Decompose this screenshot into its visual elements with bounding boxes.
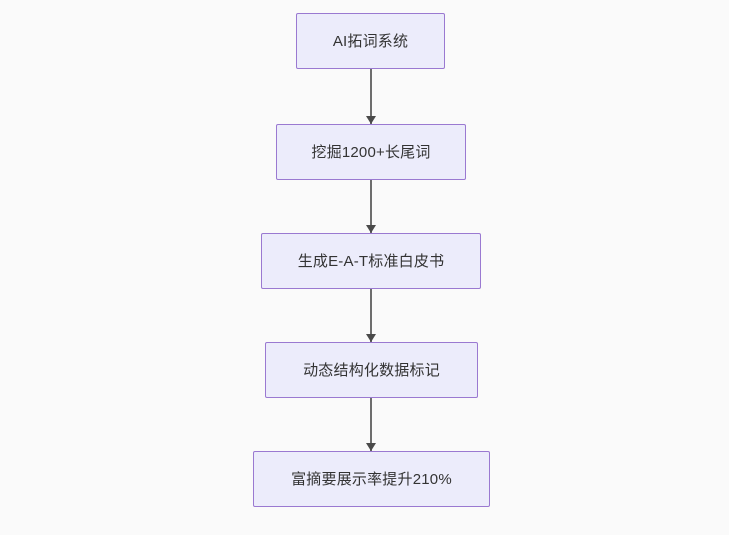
connector-line — [370, 398, 372, 451]
flow-node-rich-snippet-result[interactable]: 富摘要展示率提升210% — [253, 451, 490, 507]
arrow-head-icon — [366, 225, 376, 233]
flow-node-structured-data-markup[interactable]: 动态结构化数据标记 — [265, 342, 478, 398]
arrow-head-icon — [366, 334, 376, 342]
arrow-head-icon — [366, 443, 376, 451]
arrow-head-icon — [366, 116, 376, 124]
connector-line — [370, 289, 372, 342]
flow-node-eat-whitepaper[interactable]: 生成E-A-T标准白皮书 — [261, 233, 481, 289]
flow-node-label: 动态结构化数据标记 — [303, 361, 440, 379]
flow-node-label: AI拓词系统 — [332, 32, 409, 50]
flow-node-label: 挖掘1200+长尾词 — [311, 143, 431, 161]
flow-node-label: 富摘要展示率提升210% — [291, 470, 452, 488]
flow-node-longtail-keywords[interactable]: 挖掘1200+长尾词 — [276, 124, 466, 180]
flow-node-ai-keyword-system[interactable]: AI拓词系统 — [296, 13, 445, 69]
connector-line — [370, 180, 372, 233]
connector-line — [370, 69, 372, 124]
flow-node-label: 生成E-A-T标准白皮书 — [297, 252, 445, 270]
